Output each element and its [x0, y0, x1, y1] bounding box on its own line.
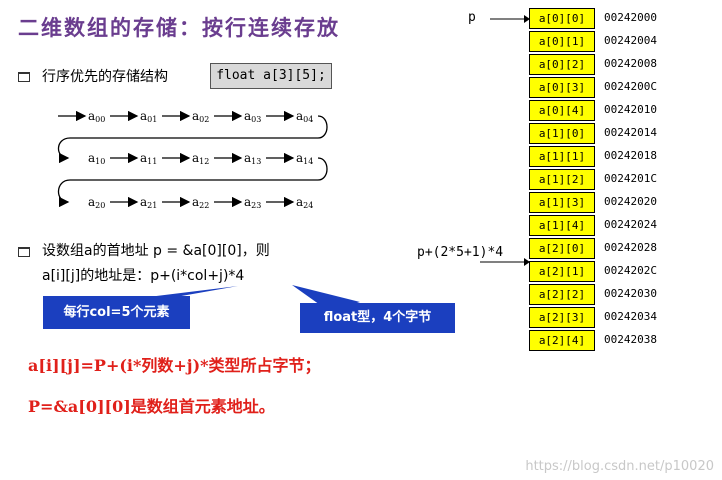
formula-base: P=&a[0][0]是数组首元素地址。 — [28, 397, 275, 416]
pointer-offset-label: p+(2*5+1)*4 — [417, 245, 504, 260]
row-major-chain-diagram: a00 a01 a02 a03 a04 a10 a11 a12 a13 a14 a20 a21 a22 a… — [57, 109, 328, 210]
chain-element: a11 — [140, 151, 157, 166]
memory-address: 00242038 — [604, 333, 657, 346]
chain-element: a01 — [140, 109, 157, 124]
callout-float-size: float型，4个字节 — [300, 303, 455, 333]
page-title: 二维数组的存储：按行连续存放 — [18, 15, 340, 40]
bullet2-line2: a[i][j]的地址是：p+(i*col+j)*4 — [42, 268, 245, 284]
memory-cell: a[2][3] — [529, 307, 595, 328]
memory-address: 00242004 — [604, 34, 657, 47]
memory-cell: a[2][0] — [529, 238, 595, 259]
chain-element: a00 — [88, 109, 105, 124]
chain-element: a02 — [192, 109, 209, 124]
callout-cols: 每行col=5个元素 — [43, 296, 190, 329]
memory-cell: a[2][1] — [529, 261, 595, 282]
chain-element: a23 — [244, 195, 261, 210]
memory-cell: a[1][2] — [529, 169, 595, 190]
memory-address: 00242010 — [604, 103, 657, 116]
memory-address: 00242008 — [604, 57, 657, 70]
memory-address: 00242028 — [604, 241, 657, 254]
callout-left-pointer — [140, 286, 238, 298]
memory-cell: a[1][1] — [529, 146, 595, 167]
memory-cell: a[2][4] — [529, 330, 595, 351]
chain-element: a13 — [244, 151, 261, 166]
chain-element: a22 — [192, 195, 209, 210]
chain-element: a20 — [88, 195, 105, 210]
chain-element: a14 — [296, 151, 313, 166]
row-connector — [57, 157, 328, 208]
memory-cell: a[1][3] — [529, 192, 595, 213]
pointer-p-label: p — [468, 10, 476, 25]
chain-element: a03 — [244, 109, 261, 124]
memory-address: 0024200C — [604, 80, 657, 93]
memory-address: 00242034 — [604, 310, 657, 323]
memory-cell: a[0][1] — [529, 31, 595, 52]
bullet1-text: 行序优先的存储结构 — [42, 69, 168, 85]
bullet-icon — [18, 72, 30, 82]
watermark: https://blog.csdn.net/p10020 — [525, 459, 714, 474]
memory-address: 00242020 — [604, 195, 657, 208]
memory-address: 00242024 — [604, 218, 657, 231]
row-connector — [57, 115, 328, 164]
memory-cell: a[0][4] — [529, 100, 595, 121]
memory-address: 0024201C — [604, 172, 657, 185]
memory-address: 00242000 — [604, 11, 657, 24]
memory-cell: a[0][3] — [529, 77, 595, 98]
chain-element: a10 — [88, 151, 105, 166]
chain-element: a12 — [192, 151, 209, 166]
code-declaration: float a[3][5]; — [210, 63, 332, 89]
formula-address: a[i][j]=P+(i*列数+j)*类型所占字节； — [28, 356, 321, 375]
chain-element: a24 — [296, 195, 313, 210]
memory-cell: a[1][4] — [529, 215, 595, 236]
memory-cell: a[0][2] — [529, 54, 595, 75]
memory-address: 00242030 — [604, 287, 657, 300]
bullet2-line1: 设数组a的首地址 p = &a[0][0]，则 — [42, 243, 270, 259]
memory-address: 00242014 — [604, 126, 657, 139]
chain-element: a04 — [296, 109, 313, 124]
memory-cell: a[1][0] — [529, 123, 595, 144]
memory-address: 00242018 — [604, 149, 657, 162]
memory-cell: a[0][0] — [529, 8, 595, 29]
memory-cell: a[2][2] — [529, 284, 595, 305]
chain-element: a21 — [140, 195, 157, 210]
memory-address: 0024202C — [604, 264, 657, 277]
bullet-icon — [18, 247, 30, 257]
